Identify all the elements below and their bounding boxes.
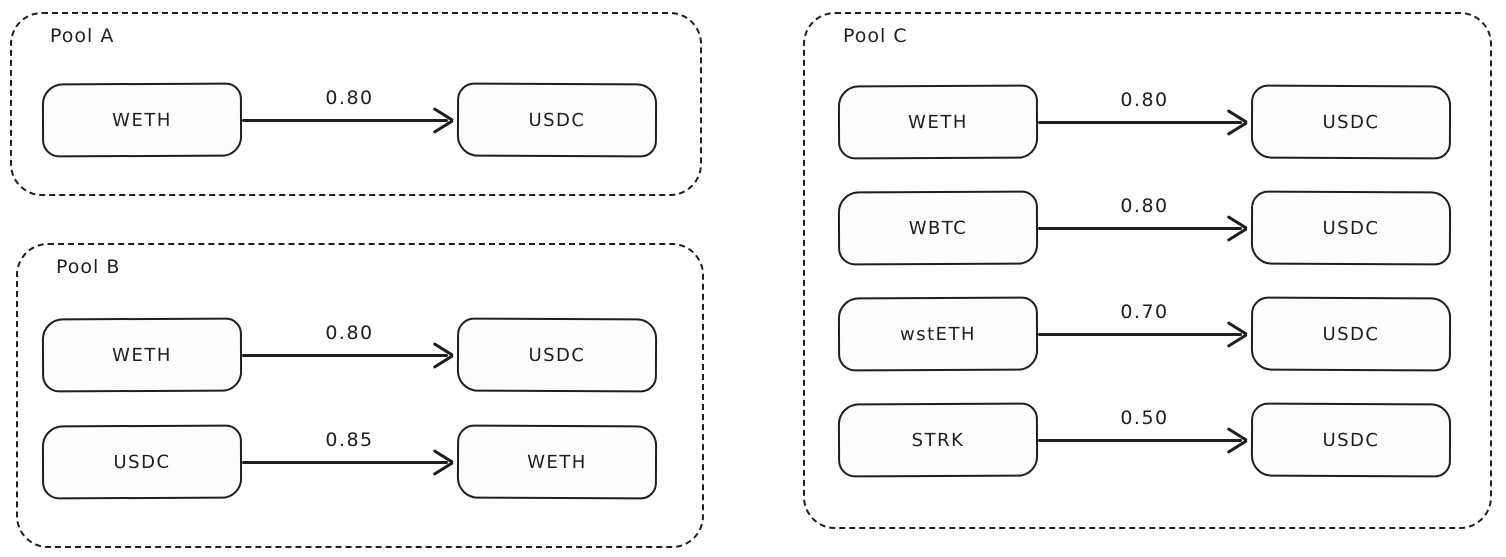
source-token-box: WETH [837,84,1039,160]
target-token-box: USDC [1250,190,1452,266]
arrow-line [242,460,448,464]
pool-b-label: Pool B [56,256,121,278]
arrow-line [1038,438,1242,442]
arrow-connector: 0.80 [242,318,457,392]
arrow-connector: 0.85 [242,425,457,499]
edge-weight: 0.80 [325,322,374,344]
edge-row: WETH 0.80 USDC [837,84,1452,160]
edge-row: USDC 0.85 WETH [41,424,658,500]
pool-b-container: Pool B WETH 0.80 USDC USDC 0.85 [16,243,704,548]
edge-weight: 0.70 [1120,301,1169,323]
target-token-box: USDC [1250,402,1452,478]
arrow-connector: 0.70 [1038,297,1251,371]
edge-row: STRK 0.50 USDC [837,402,1452,478]
edge-weight: 0.50 [1120,407,1169,429]
target-token-box: USDC [1250,84,1452,160]
arrow-line [242,118,448,122]
source-token-box: STRK [837,402,1039,478]
source-token-box: wstETH [837,296,1039,372]
arrow-connector: 0.80 [1038,85,1251,159]
arrow-line [242,353,448,357]
target-token-box: USDC [456,82,658,158]
pool-c-label: Pool C [843,25,908,47]
source-token-box: WETH [41,317,243,393]
source-token-box: USDC [41,424,243,500]
pool-c-container: Pool C WETH 0.80 USDC WBTC 0.80 [803,12,1492,529]
arrow-line [1038,226,1242,230]
target-token-box: WETH [456,424,658,500]
pool-c-rows: WETH 0.80 USDC WBTC 0.80 USDC [837,84,1452,478]
target-token-box: USDC [456,317,658,393]
edge-row: wstETH 0.70 USDC [837,296,1452,372]
pool-a-label: Pool A [50,25,115,47]
arrow-connector: 0.80 [1038,191,1251,265]
edge-row: WETH 0.80 USDC [41,82,658,158]
edge-weight: 0.85 [325,429,374,451]
target-token-box: USDC [1250,296,1452,372]
arrow-line [1038,120,1242,124]
edge-weight: 0.80 [1120,195,1169,217]
edge-row: WETH 0.80 USDC [41,317,658,393]
pool-a-rows: WETH 0.80 USDC [41,82,658,158]
edge-weight: 0.80 [325,87,374,109]
edge-weight: 0.80 [1120,89,1169,111]
arrow-connector: 0.50 [1038,403,1251,477]
pool-a-container: Pool A WETH 0.80 USDC [10,12,702,196]
arrow-connector: 0.80 [242,83,457,157]
arrow-line [1038,332,1242,336]
source-token-box: WETH [41,82,243,158]
edge-row: WBTC 0.80 USDC [837,190,1452,266]
source-token-box: WBTC [837,190,1039,266]
pool-b-rows: WETH 0.80 USDC USDC 0.85 WETH [41,317,658,500]
